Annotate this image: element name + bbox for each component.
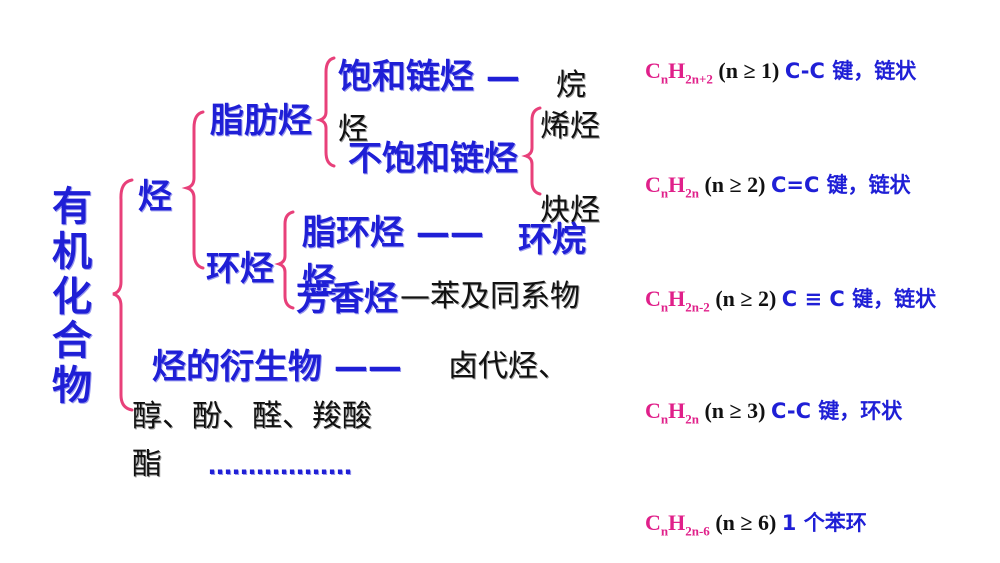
formula-row: CnH2n (n ≥ 3) C-C 键，环状 <box>645 396 975 428</box>
unsaturated-label: 不饱和链烃 <box>348 139 518 179</box>
formula-condition: (n ≥ 6) <box>709 510 782 535</box>
derivative-list-3: 酯 <box>132 447 162 482</box>
alkane-label: 烷烃 <box>338 68 586 147</box>
root-char: 机 <box>52 228 92 275</box>
alicyclic-label: 脂环烃 —— <box>302 213 484 253</box>
alkyne-label: 炔烃 <box>540 193 600 228</box>
brace-unsaturated <box>521 106 542 196</box>
cycloalkane-label: 环烷烃 <box>302 220 586 301</box>
formula-row: CnH2n (n ≥ 2) C=C 键，链状 <box>645 170 975 202</box>
formula-text: CnH2n+2 <box>645 58 713 87</box>
cyclic-label: 环烃 <box>206 249 274 289</box>
root-label: 有 机 化 合 物 <box>52 185 92 409</box>
derivative-list-2: 醇、酚、醛、羧酸 <box>132 399 372 434</box>
formula-condition: (n ≥ 2) <box>709 286 782 311</box>
hydrocarbon-label: 烃 <box>138 177 172 217</box>
formula-description: C ≡ C 键，链状 <box>781 287 937 311</box>
root-char: 物 <box>52 363 92 410</box>
formula-condition: (n ≥ 2) <box>698 172 771 197</box>
aromatic-label: 芳香烃 <box>296 279 398 319</box>
brace-root <box>112 178 134 412</box>
benzene-label: —苯及同系物 <box>400 279 580 314</box>
derivative-list-1: 卤代烃、 <box>448 349 568 384</box>
ellipsis: ……………… <box>208 452 352 480</box>
root-char: 合 <box>52 318 92 365</box>
formula-row: CnH2n-6 (n ≥ 6) 1 个苯环 <box>645 508 975 540</box>
formula-text: CnH2n <box>645 172 699 201</box>
formula-row: CnH2n-2 (n ≥ 2) C ≡ C 键，链状 <box>645 284 975 316</box>
root-char: 化 <box>52 273 92 320</box>
brace-cyclic <box>274 210 295 310</box>
formula-text: CnH2n-6 <box>645 510 710 539</box>
brace-hydrocarbon <box>181 110 205 270</box>
formula-text: CnH2n <box>645 398 699 427</box>
formula-description: 1 个苯环 <box>781 511 867 535</box>
saturated-label: 饱和链烃 — <box>338 57 520 97</box>
aliphatic-label: 脂肪烃 <box>210 101 312 141</box>
derivative-label: 烃的衍生物 —— <box>152 347 402 387</box>
formula-condition: (n ≥ 3) <box>698 398 771 423</box>
formula-row: CnH2n+2 (n ≥ 1) C-C 键，链状 <box>645 56 975 88</box>
alkene-label: 烯烃 <box>540 109 600 144</box>
root-char: 有 <box>52 184 92 230</box>
formula-description: C-C 键，环状 <box>770 399 903 423</box>
formula-description: C-C 键，链状 <box>784 59 917 83</box>
formula-text: CnH2n-2 <box>645 286 710 315</box>
formula-condition: (n ≥ 1) <box>712 58 785 83</box>
formula-description: C=C 键，链状 <box>770 173 911 197</box>
brace-aliphatic <box>315 56 336 168</box>
